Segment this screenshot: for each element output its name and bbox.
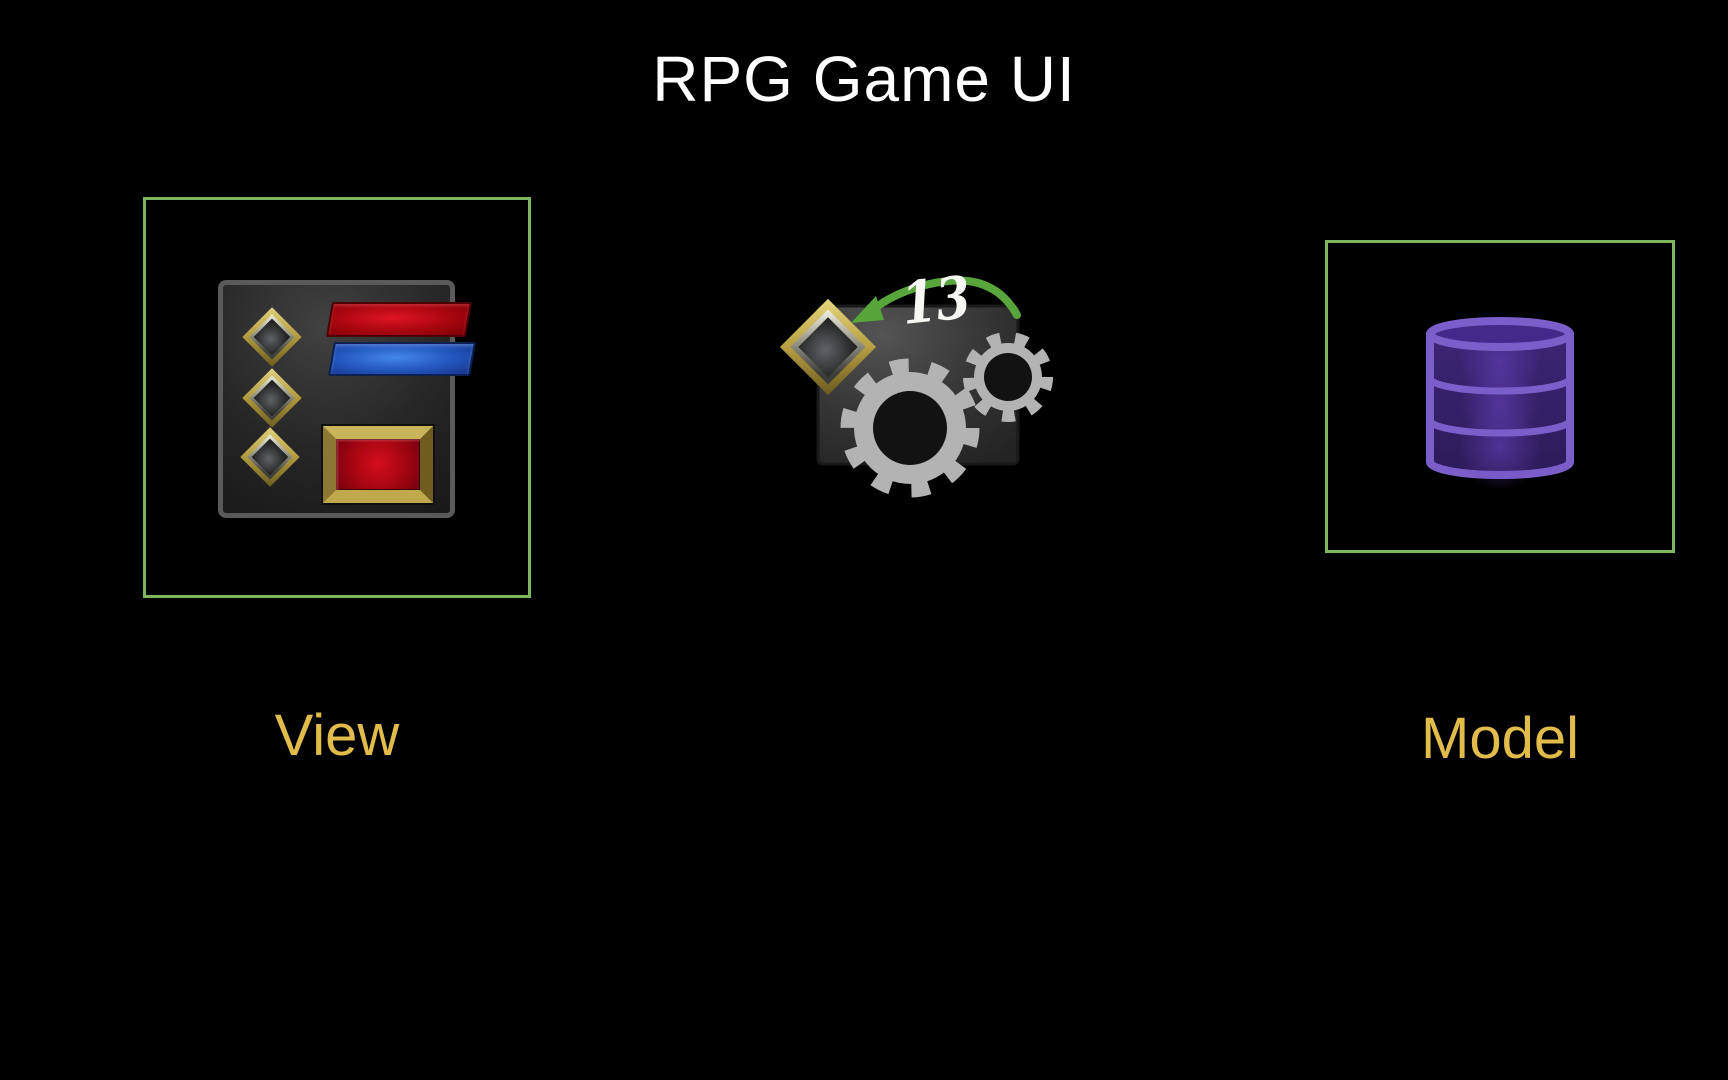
red-button-face (336, 439, 420, 490)
count-badge: 13 (898, 262, 973, 338)
rpg-ui-panel-icon (218, 280, 476, 518)
db-divider (1426, 377, 1574, 395)
diamond-gem-icon (240, 427, 300, 487)
gears-icon: 13 (779, 262, 1053, 498)
diamond-gem-icon (242, 307, 302, 367)
database-icon (1426, 317, 1574, 490)
db-top-ellipse (1426, 317, 1574, 351)
gear-large-icon (840, 358, 980, 498)
diamond-gem-icon (242, 368, 302, 428)
model-node-box (1325, 240, 1675, 553)
curved-arrow-left-icon (851, 276, 1021, 323)
gear-small-icon (963, 332, 1053, 422)
diamond-gem-icon (779, 298, 877, 396)
db-divider (1426, 419, 1574, 437)
model-label: Model (1421, 706, 1579, 771)
view-label: View (274, 703, 400, 768)
diagram-title: RPG Game UI (652, 43, 1076, 115)
red-button (323, 426, 433, 503)
view-node-box (143, 197, 531, 598)
red-stat-bar (325, 302, 473, 337)
blue-stat-bar (328, 342, 476, 376)
